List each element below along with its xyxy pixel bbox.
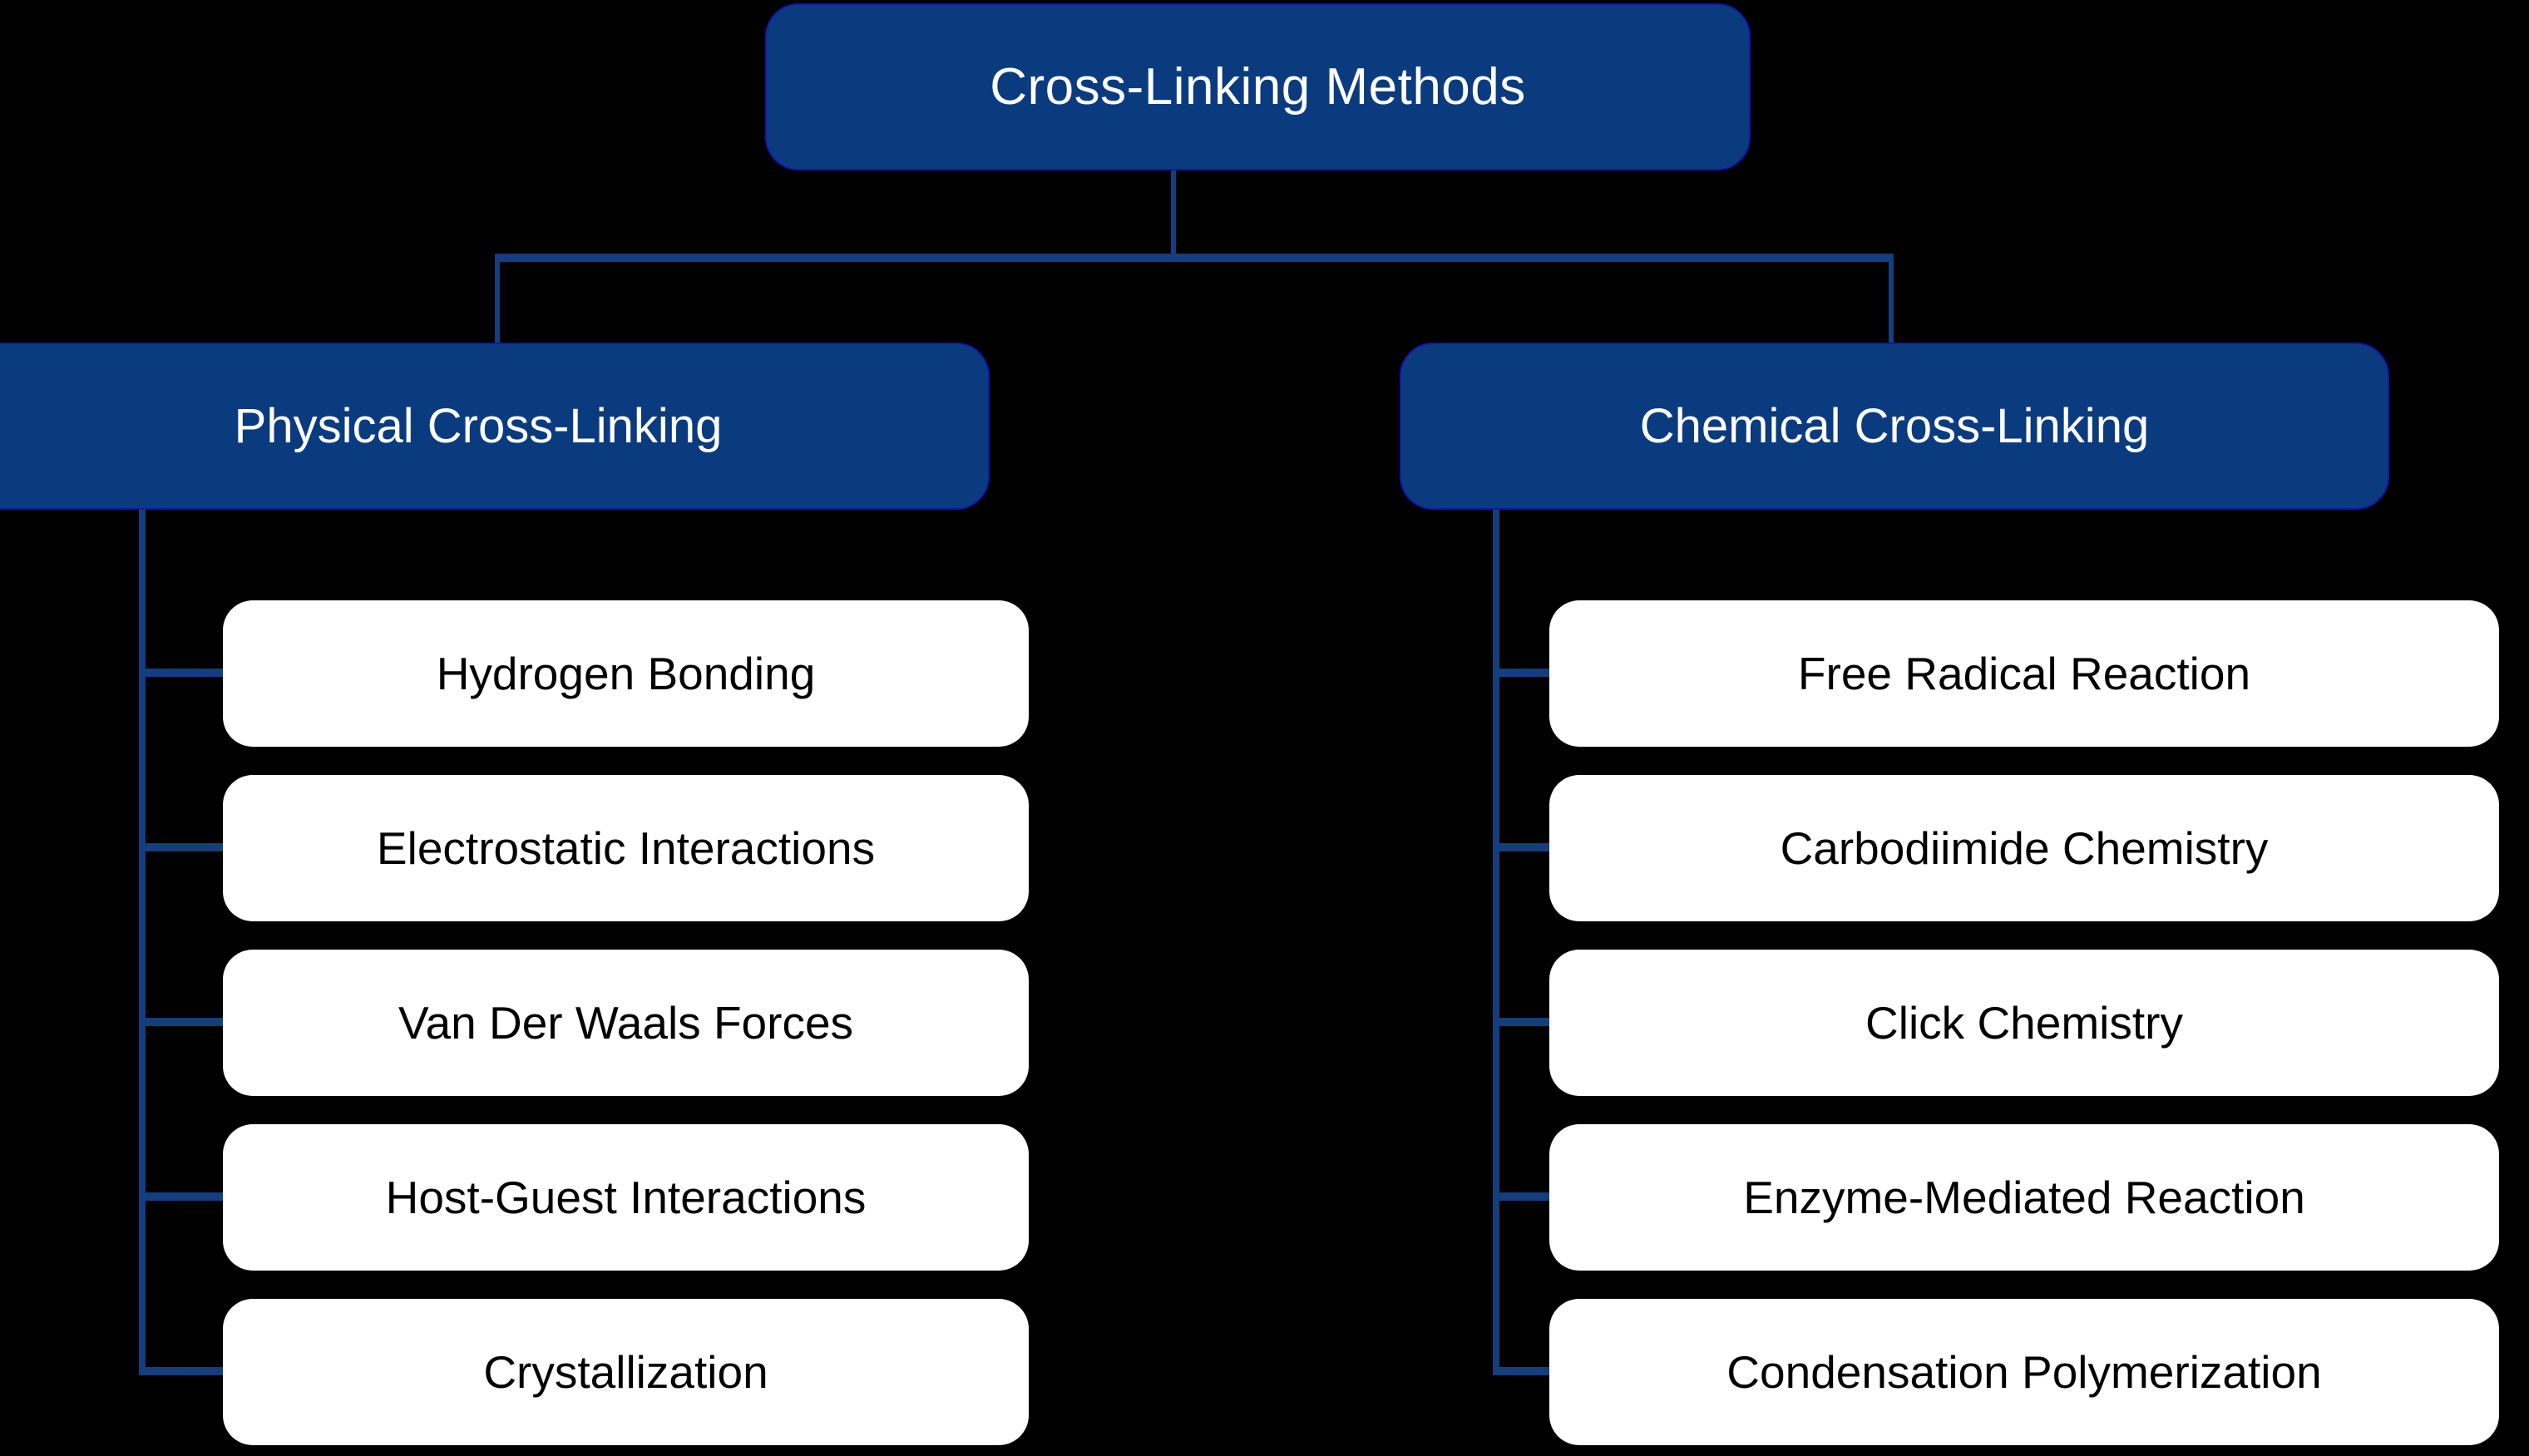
connector-bus-to-physical	[495, 254, 500, 345]
node-root-label: Cross-Linking Methods	[990, 58, 1526, 116]
connector-physical-stub-4	[139, 1192, 225, 1201]
node-physical-cross-linking-label: Physical Cross-Linking	[234, 399, 723, 453]
connector-physical-trunk	[139, 510, 146, 1373]
node-host-guest-interactions-label: Host-Guest Interactions	[385, 1172, 867, 1223]
node-carbodiimide-chemistry-label: Carbodiimide Chemistry	[1780, 822, 2269, 874]
node-crystallization-label: Crystallization	[483, 1346, 768, 1398]
node-van-der-waals-forces-label: Van Der Waals Forces	[398, 997, 854, 1049]
connector-physical-stub-3	[139, 1018, 225, 1026]
connector-horizontal-bus	[495, 254, 1894, 262]
node-enzyme-mediated-reaction-label: Enzyme-Mediated Reaction	[1743, 1172, 2305, 1223]
connector-chemical-stub-2	[1493, 843, 1553, 851]
node-free-radical-reaction-label: Free Radical Reaction	[1797, 648, 2251, 699]
node-hydrogen-bonding-label: Hydrogen Bonding	[436, 648, 816, 699]
node-electrostatic-interactions-label: Electrostatic Interactions	[376, 822, 876, 874]
node-electrostatic-interactions[interactable]: Electrostatic Interactions	[223, 775, 1029, 921]
node-chemical-cross-linking[interactable]: Chemical Cross-Linking	[1400, 343, 2389, 510]
connector-chemical-stub-3	[1493, 1018, 1553, 1026]
connector-physical-stub-2	[139, 843, 225, 851]
node-chemical-cross-linking-label: Chemical Cross-Linking	[1639, 399, 2150, 453]
node-physical-cross-linking[interactable]: Physical Cross-Linking	[0, 343, 990, 510]
connector-bus-to-chemical	[1889, 254, 1894, 345]
node-carbodiimide-chemistry[interactable]: Carbodiimide Chemistry	[1549, 775, 2499, 921]
connector-chemical-stub-5	[1493, 1367, 1553, 1375]
connector-physical-stub-1	[139, 669, 225, 677]
node-van-der-waals-forces[interactable]: Van Der Waals Forces	[223, 950, 1029, 1096]
connector-physical-stub-5	[139, 1367, 225, 1375]
connector-chemical-trunk	[1493, 510, 1499, 1373]
connector-chemical-stub-4	[1493, 1192, 1553, 1201]
node-host-guest-interactions[interactable]: Host-Guest Interactions	[223, 1124, 1029, 1271]
node-free-radical-reaction[interactable]: Free Radical Reaction	[1549, 600, 2499, 747]
node-condensation-polymerization[interactable]: Condensation Polymerization	[1549, 1299, 2499, 1445]
node-click-chemistry-label: Click Chemistry	[1865, 997, 2183, 1049]
node-root[interactable]: Cross-Linking Methods	[765, 3, 1751, 170]
node-hydrogen-bonding[interactable]: Hydrogen Bonding	[223, 600, 1029, 747]
connector-root-stem	[1171, 170, 1176, 258]
node-crystallization[interactable]: Crystallization	[223, 1299, 1029, 1445]
node-condensation-polymerization-label: Condensation Polymerization	[1726, 1346, 2322, 1398]
node-enzyme-mediated-reaction[interactable]: Enzyme-Mediated Reaction	[1549, 1124, 2499, 1271]
connector-chemical-stub-1	[1493, 669, 1553, 677]
node-click-chemistry[interactable]: Click Chemistry	[1549, 950, 2499, 1096]
